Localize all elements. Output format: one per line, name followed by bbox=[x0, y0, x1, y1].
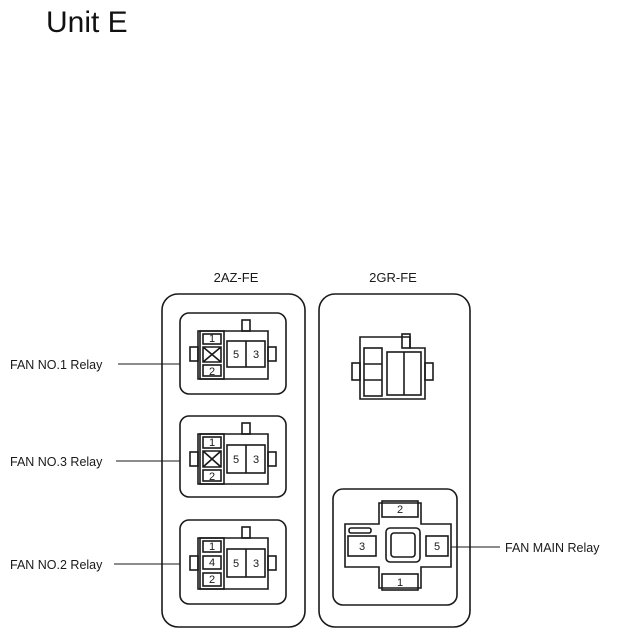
pin-label: 5 bbox=[233, 558, 239, 570]
fan-no3-relay: 1 2 5 3 bbox=[179, 415, 287, 498]
pin-label: 3 bbox=[253, 558, 259, 570]
pin-label: 5 bbox=[233, 454, 239, 466]
pin-label: 5 bbox=[233, 349, 239, 361]
pin-label: 3 bbox=[253, 349, 259, 361]
pin-label: 2 bbox=[209, 574, 215, 586]
panel-2gr-fe bbox=[318, 293, 471, 628]
fan-no2-relay: 1 4 2 5 3 bbox=[179, 519, 287, 605]
pin-label: 2 bbox=[397, 504, 403, 516]
pin-label: 5 bbox=[434, 541, 440, 553]
pin-label: 3 bbox=[359, 541, 365, 553]
fan-main-relay: 2 3 5 1 bbox=[332, 488, 458, 606]
pin-label: 3 bbox=[253, 454, 259, 466]
pin-label: 1 bbox=[209, 437, 215, 449]
pin-label: 2 bbox=[209, 471, 215, 483]
pin-label: 1 bbox=[397, 577, 403, 589]
unlabeled-connector bbox=[351, 333, 434, 400]
fan-main-relay-label: FAN MAIN Relay bbox=[505, 541, 600, 555]
fan-no1-relay-label: FAN NO.1 Relay bbox=[10, 358, 103, 372]
pin-label: 2 bbox=[209, 366, 215, 378]
pin-label: 4 bbox=[209, 557, 215, 569]
fan-no3-relay-label: FAN NO.3 Relay bbox=[10, 455, 103, 469]
pin-label: 1 bbox=[209, 333, 215, 345]
page-title: Unit E bbox=[46, 6, 128, 39]
fan-no2-relay-label: FAN NO.2 Relay bbox=[10, 558, 103, 572]
column-header-2gr-fe: 2GR-FE bbox=[369, 270, 417, 285]
column-header-2az-fe: 2AZ-FE bbox=[214, 270, 259, 285]
fan-no1-relay: 1 2 5 3 bbox=[179, 312, 287, 395]
pin-label: 1 bbox=[209, 541, 215, 553]
